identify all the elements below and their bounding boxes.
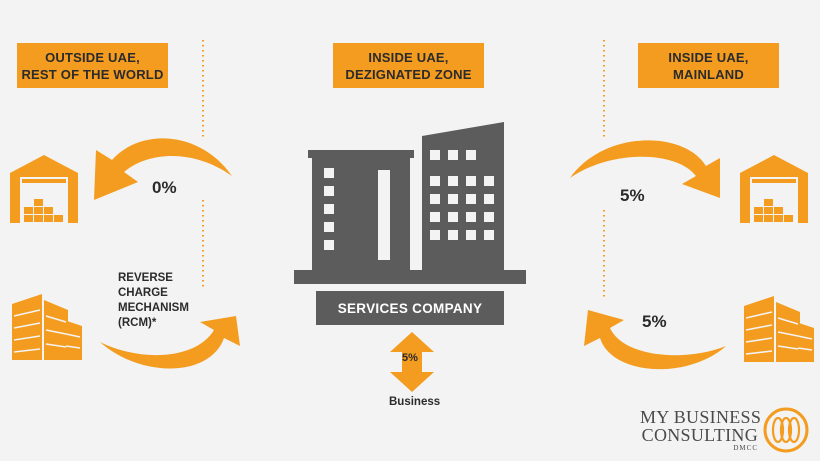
rcm-line3: MECHANISM bbox=[118, 302, 189, 314]
arrow-rcm bbox=[100, 316, 240, 369]
arrow-export-outside-uae bbox=[94, 138, 232, 200]
rcm-line2: CHARGE bbox=[118, 287, 168, 299]
office-building-icon bbox=[294, 122, 526, 284]
zone-label-mainland: INSIDE UAE, MAINLAND bbox=[638, 43, 779, 88]
arrow-export-mainland bbox=[570, 140, 720, 198]
business-rate: 5% bbox=[402, 352, 418, 364]
warehouse-icon-left bbox=[10, 155, 78, 223]
brand-logo-icon bbox=[763, 407, 809, 453]
services-company-label: SERVICES COMPANY bbox=[337, 300, 483, 316]
brand-line2: CONSULTING bbox=[641, 425, 758, 445]
brand-line3: DMCC bbox=[733, 444, 758, 452]
arrow-import-mainland bbox=[584, 310, 726, 370]
zone-label-mainland-line2: MAINLAND bbox=[673, 66, 744, 82]
brand-line1: MY BUSINESS bbox=[640, 407, 762, 427]
zone-label-outside-line2: REST OF THE WORLD bbox=[21, 66, 164, 82]
brand-wordmark: MY BUSINESS CONSULTING DMCC bbox=[640, 407, 762, 453]
zone-label-outside-line1: OUTSIDE UAE, bbox=[45, 49, 140, 65]
services-company-banner: SERVICES COMPANY bbox=[316, 291, 504, 325]
business-label: Business bbox=[389, 396, 441, 408]
rate-mainland-import: 5% bbox=[642, 312, 667, 331]
reverse-charge-mechanism-text: REVERSE CHARGE MECHANISM (RCM)* bbox=[118, 271, 189, 331]
warehouse-icon-right bbox=[740, 155, 808, 223]
rcm-line4: (RCM)* bbox=[118, 317, 157, 329]
rate-outside-uae: 0% bbox=[152, 178, 177, 197]
office-icon-right bbox=[744, 296, 814, 362]
zone-label-designated-line2: DEZIGNATED ZONE bbox=[345, 66, 472, 82]
business-double-arrow-icon bbox=[390, 332, 434, 392]
zone-label-designated-line1: INSIDE UAE, bbox=[368, 49, 449, 65]
rate-mainland-export: 5% bbox=[620, 186, 645, 205]
rcm-line1: REVERSE bbox=[118, 272, 173, 284]
zone-label-outside-uae: OUTSIDE UAE, REST OF THE WORLD bbox=[17, 43, 168, 88]
office-icon-left bbox=[12, 294, 82, 360]
zone-label-mainland-line1: INSIDE UAE, bbox=[668, 49, 749, 65]
zone-label-designated-zone: INSIDE UAE, DEZIGNATED ZONE bbox=[333, 43, 484, 88]
